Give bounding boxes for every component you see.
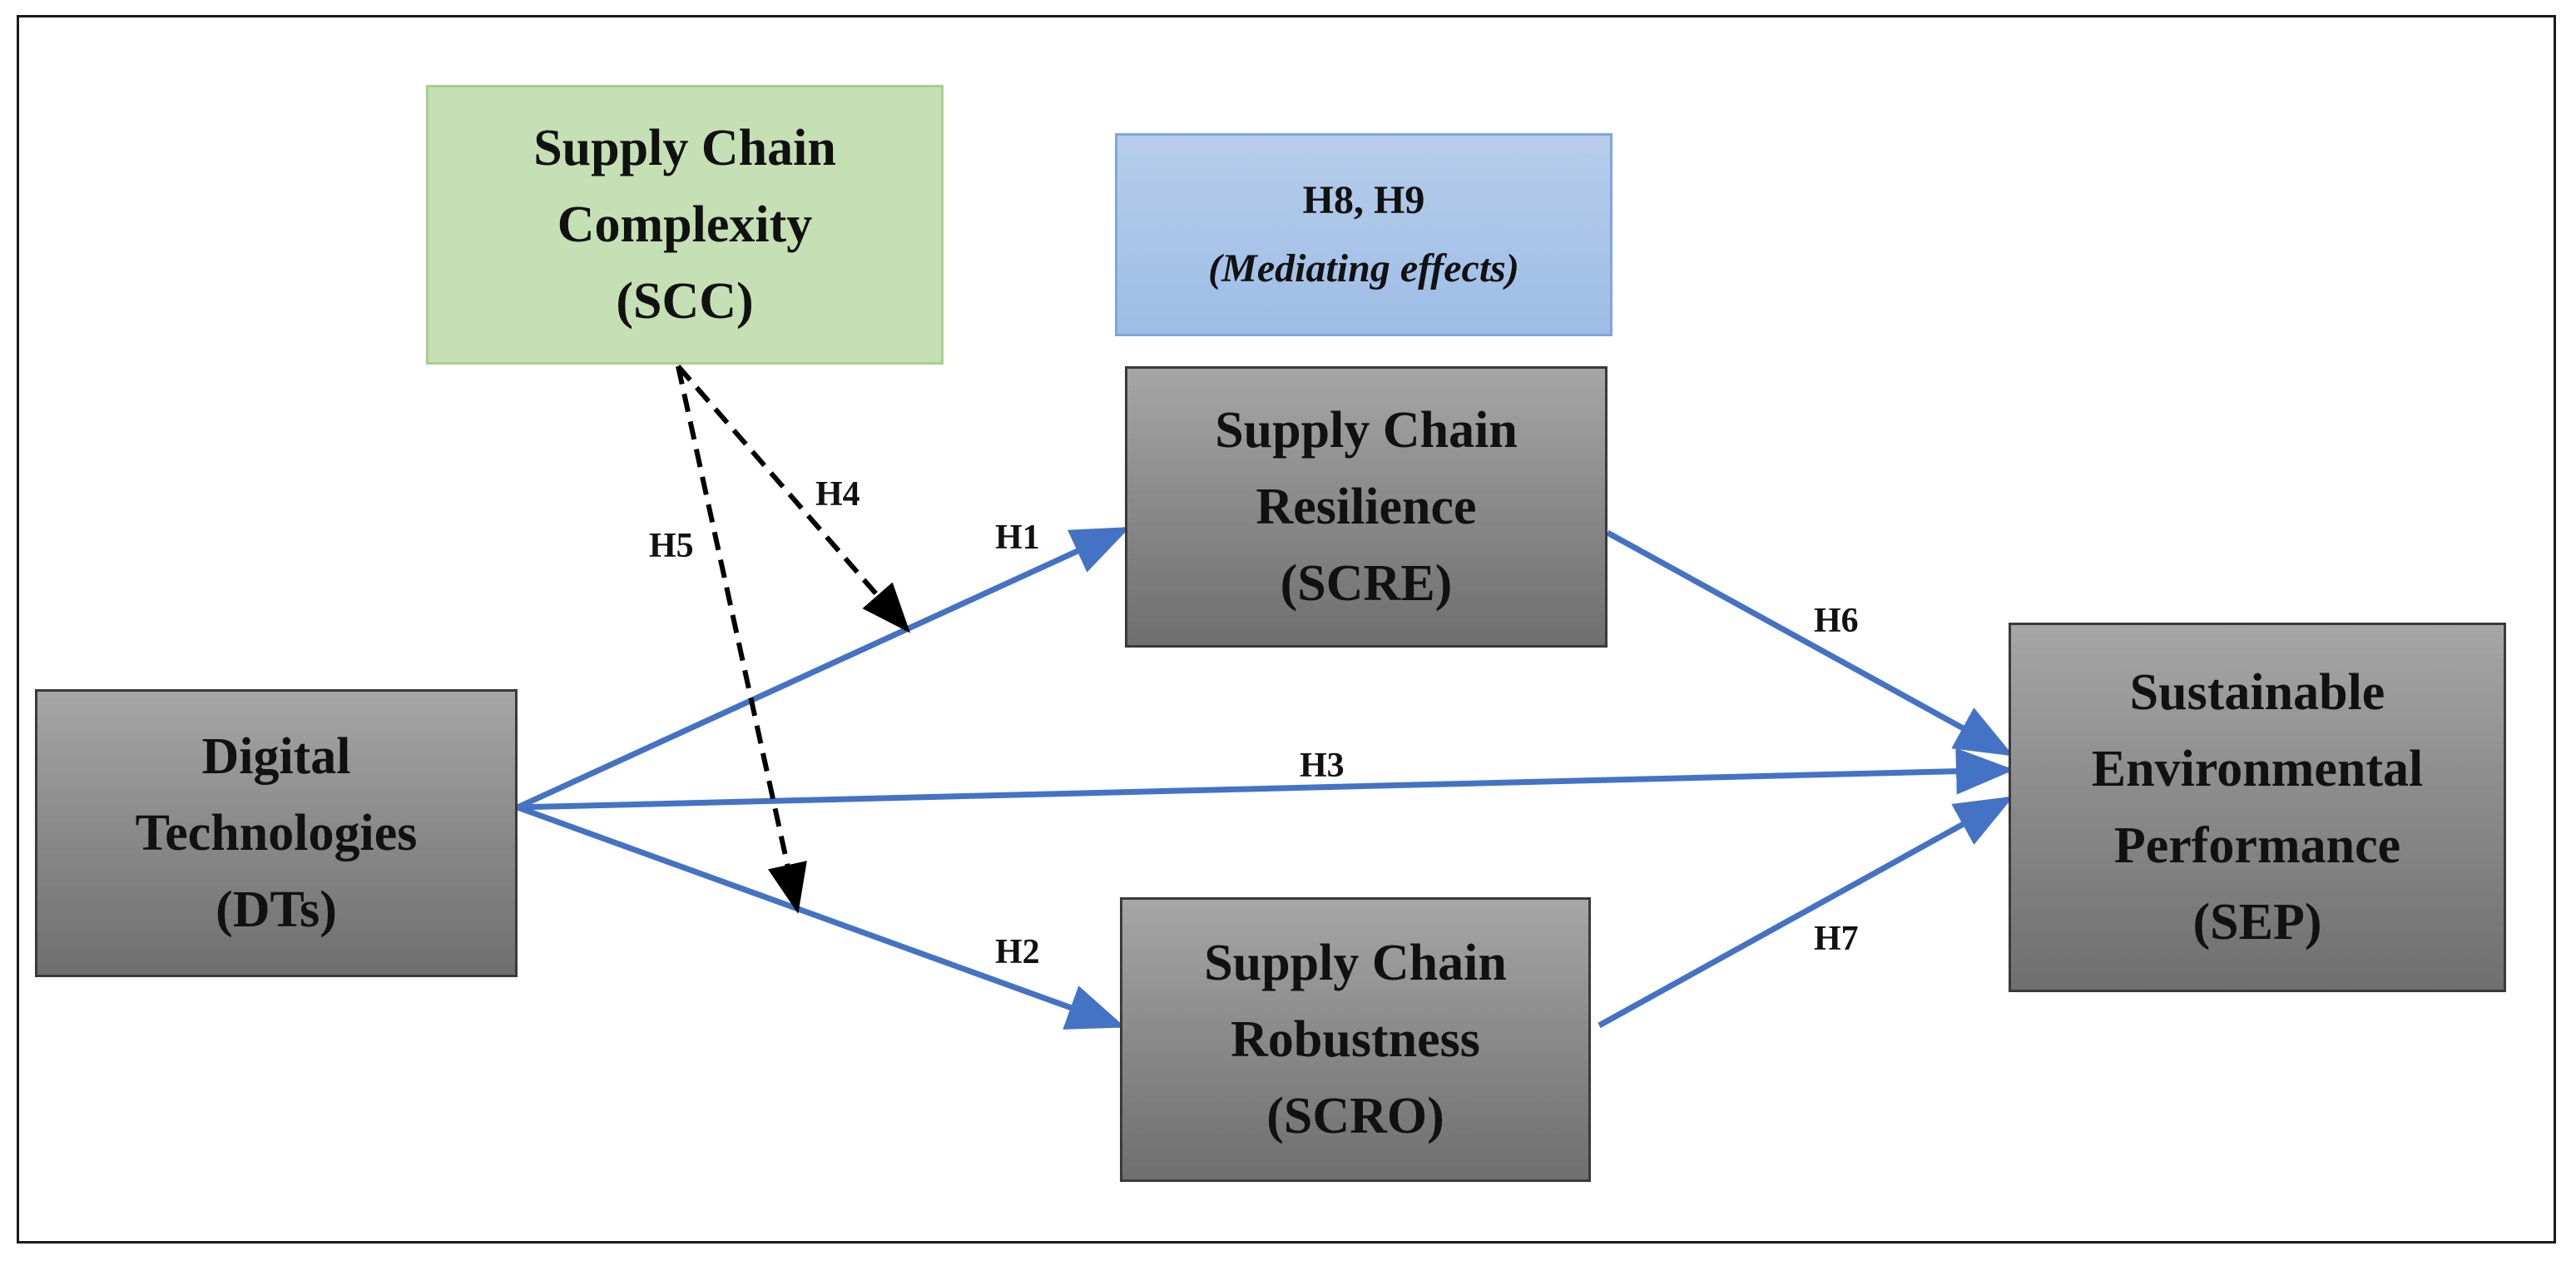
scro-box: Supply Chain Robustness (SCRO) [1120,897,1591,1182]
path-h2 [516,804,1126,1030]
sep-box: Sustainable Environmental Performance (S… [2009,623,2506,992]
scre-line-2: Resilience [1256,479,1477,535]
path-h5 [676,365,807,914]
path-h3 [517,747,2014,811]
scro-line-1: Supply Chain [1204,935,1507,991]
scc-line-3: (SCC) [616,273,754,330]
label-h1: H1 [995,519,1040,557]
path-h4 [676,365,910,633]
label-h6: H6 [1814,602,1859,640]
label-h2: H2 [995,933,1040,971]
label-h7: H7 [1814,920,1859,958]
diagram-frame [17,15,2556,1244]
label-h5: H5 [649,527,694,565]
path-h6 [1606,529,2014,757]
scc-line-2: Complexity [557,196,813,253]
scc-line-1: Supply Chain [533,120,836,176]
mediation-subtitle: (Mediating effects) [1208,246,1519,290]
label-h4: H4 [815,475,860,514]
scro-line-2: Robustness [1231,1011,1480,1068]
mediation-title: H8, H9 [1302,178,1425,222]
sep-line-3: Performance [2113,817,2401,874]
sep-line-2: Environmental [2091,741,2424,797]
scre-line-1: Supply Chain [1215,402,1518,459]
label-h3: H3 [1300,747,1345,785]
path-h7 [1598,796,2014,1029]
dts-line-3: (DTs) [215,881,337,938]
path-h1 [516,526,1131,811]
scc-box: Supply Chain Complexity (SCC) [426,85,944,365]
dts-box: Digital Technologies (DTs) [35,689,518,977]
scro-line-3: (SCRO) [1266,1088,1444,1144]
sep-line-1: Sustainable [2129,664,2385,721]
dts-line-1: Digital [201,728,351,785]
scre-line-3: (SCRE) [1280,555,1453,612]
dts-line-2: Technologies [135,805,418,861]
mediation-box: H8, H9 (Mediating effects) [1115,133,1612,336]
scre-box: Supply Chain Resilience (SCRE) [1125,366,1608,648]
sep-line-4: (SEP) [2192,894,2322,951]
